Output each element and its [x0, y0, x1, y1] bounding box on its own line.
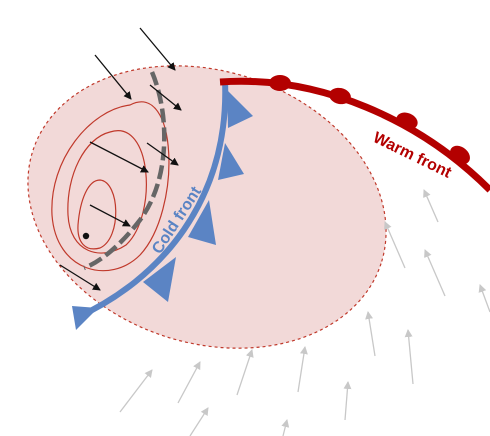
wind-arrow — [89, 141, 149, 173]
warm-front-label: Warm front — [370, 129, 454, 182]
wind-arrow — [384, 221, 406, 269]
wind-arrow — [189, 407, 209, 436]
warm-front-semicircle — [329, 87, 351, 105]
wind-arrow — [94, 54, 132, 100]
wind-arrow — [404, 329, 414, 385]
isobars — [51, 101, 170, 272]
wind-arrow — [146, 142, 179, 166]
cold-front-triangle — [188, 200, 216, 245]
warm-front-semicircle — [450, 145, 470, 165]
low-center-dot — [82, 232, 90, 240]
wind-arrow — [365, 311, 376, 357]
cold-front-triangle — [72, 306, 98, 330]
cold-front-triangle — [227, 90, 253, 128]
wind-arrow — [343, 381, 352, 421]
low-pressure-area — [27, 65, 387, 349]
cold-air-wind-arrows — [59, 27, 182, 291]
wind-arrow — [297, 346, 308, 393]
wind-arrow — [177, 361, 201, 404]
warm-sector-wind-arrows — [119, 189, 490, 436]
wind-arrow — [478, 284, 490, 313]
warm-front-semicircle — [396, 112, 418, 130]
wind-arrow — [89, 204, 131, 227]
warm-front-semicircle — [269, 75, 291, 91]
wind-arrow — [423, 189, 439, 223]
wind-arrow — [424, 249, 446, 297]
warm-front-line — [219, 77, 490, 193]
cold-front-line — [74, 79, 229, 321]
isobar-inner — [77, 179, 117, 250]
warm-front-bumps — [269, 75, 470, 165]
cold-front-triangle — [143, 257, 176, 302]
wind-arrow — [149, 84, 182, 111]
cold-front-triangles — [72, 90, 253, 330]
wind-arrow — [119, 369, 153, 413]
cold-front-triangle — [218, 143, 244, 180]
wind-arrow — [139, 27, 176, 71]
wind-arrow — [281, 419, 290, 436]
wind-arrow — [236, 349, 254, 396]
occluded-front-line — [83, 71, 167, 271]
wind-arrow — [59, 264, 101, 291]
isobar-middle — [67, 130, 147, 254]
isobar-outer — [51, 101, 170, 272]
